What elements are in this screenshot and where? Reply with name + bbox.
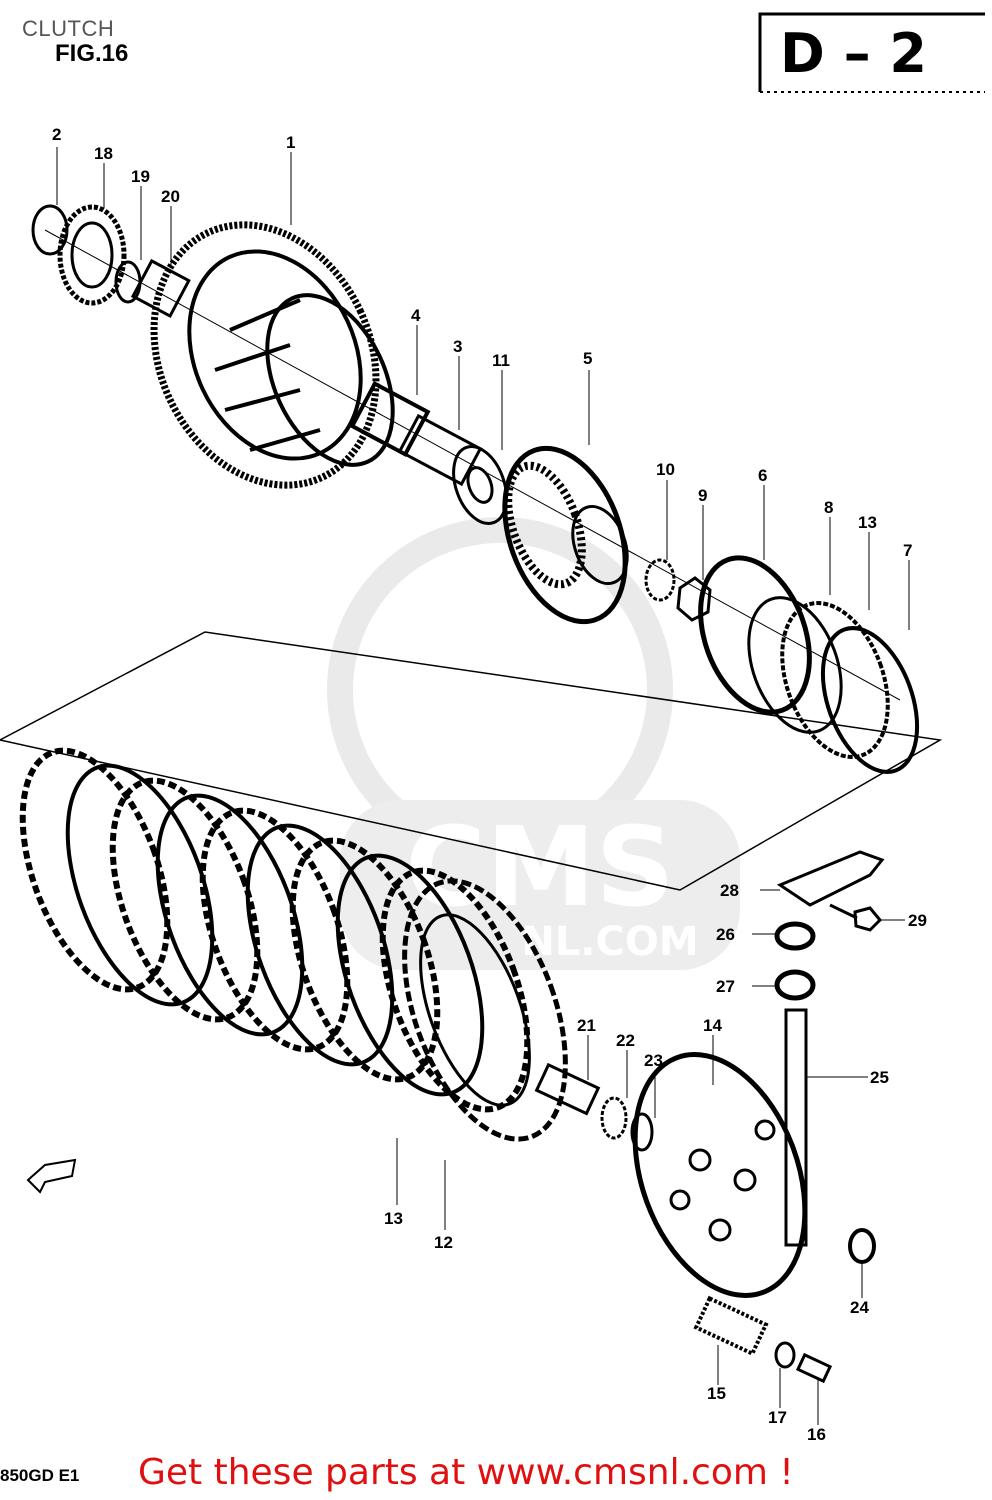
callout-16: 16	[807, 1425, 826, 1444]
callout-18: 18	[94, 144, 113, 163]
callout-13-lower: 13	[384, 1209, 403, 1228]
nut-part-24	[848, 1228, 876, 1264]
push-rod-part-25	[784, 1008, 808, 1247]
oil-seal-part-27	[774, 969, 816, 1001]
washer-part-23	[630, 1112, 654, 1152]
bearing-part-22	[600, 1096, 628, 1140]
section-box-frame	[758, 12, 985, 92]
plate-stack-box	[0, 631, 943, 891]
callout-9: 9	[698, 486, 707, 505]
callout-8: 8	[824, 498, 833, 517]
plate-part-7	[820, 626, 920, 774]
callout-2: 2	[52, 125, 61, 144]
callout-21: 21	[577, 1016, 596, 1035]
front-arrow-icon	[26, 1158, 77, 1194]
callout-27: 27	[716, 977, 735, 996]
callout-23: 23	[644, 1051, 663, 1070]
callout-13-upper: 13	[858, 513, 877, 532]
callout-25: 25	[870, 1068, 889, 1087]
sleeve-part-3	[397, 413, 483, 487]
bearing-part-26	[774, 921, 816, 951]
section-code: D – 2	[780, 22, 927, 85]
model-code: 850GD E1	[0, 1466, 80, 1485]
nut-part-9	[676, 576, 712, 622]
callout-24: 24	[850, 1298, 869, 1317]
lock-washer-part-10	[644, 558, 676, 602]
bolt-part-29	[853, 906, 883, 932]
callout-29: 29	[908, 911, 927, 930]
watermark-text: CMS	[405, 803, 674, 931]
callout-4: 4	[411, 306, 421, 325]
release-arm-part-28	[776, 850, 885, 907]
callout-12: 12	[434, 1233, 453, 1252]
pressure-plate-part-14	[632, 1052, 808, 1298]
callout-11: 11	[492, 351, 510, 370]
bolt-part-29-shank	[829, 903, 858, 920]
page-title: CLUTCH	[22, 16, 115, 41]
clutch-hub-part-5	[502, 445, 629, 625]
gear-part-18-inner	[70, 221, 114, 289]
callout-3: 3	[453, 337, 462, 356]
callout-10: 10	[656, 460, 675, 479]
clutch-plate-stack	[19, 747, 568, 1142]
callout-19: 19	[131, 167, 150, 186]
bolt-part-16	[795, 1352, 833, 1384]
callout-17: 17	[768, 1408, 787, 1427]
callout-28: 28	[720, 881, 739, 900]
spring-part-15	[693, 1295, 769, 1357]
callout-20: 20	[161, 187, 180, 206]
figure-label: FIG.16	[55, 40, 129, 67]
callout-7: 7	[903, 541, 912, 560]
callout-1: 1	[286, 133, 295, 152]
watermark-subtext: NL.COM	[521, 919, 698, 965]
callout-6: 6	[758, 466, 767, 485]
gear-part-18	[57, 204, 127, 306]
callout-14: 14	[703, 1016, 722, 1035]
seat-part-8	[747, 596, 843, 734]
callout-26: 26	[716, 925, 735, 944]
drive-plate-part-13-upper	[780, 601, 890, 759]
clutch-housing-part-1	[150, 221, 395, 489]
spring-washer-part-6	[698, 555, 812, 715]
washer-part-11-hole	[466, 466, 494, 504]
washer-part-11	[452, 445, 508, 525]
push-piece-part-21	[534, 1062, 601, 1116]
needle-bearing-part-4	[349, 381, 431, 457]
promo-link[interactable]: Get these parts at www.cmsnl.com !	[138, 1452, 794, 1493]
callout-15: 15	[707, 1384, 726, 1403]
washer-part-17	[774, 1341, 796, 1369]
callout-22: 22	[616, 1031, 635, 1050]
callout-5: 5	[583, 349, 592, 368]
leader-lines	[56, 147, 910, 1425]
watermark-logo: CMS NL.COM	[327, 517, 740, 970]
